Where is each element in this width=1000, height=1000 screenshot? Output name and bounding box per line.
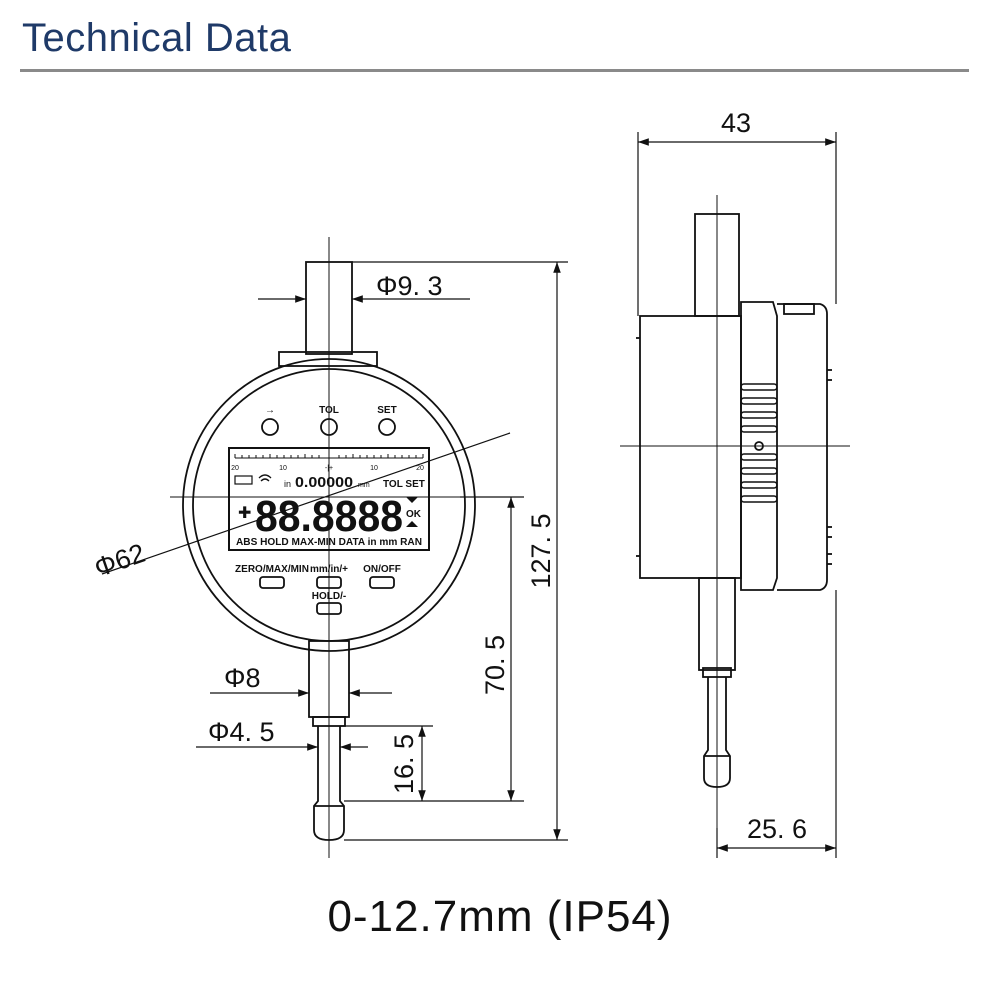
wifi-icon bbox=[258, 474, 272, 482]
hold-button-label: HOLD/- bbox=[312, 591, 346, 602]
dim-total-height: 127. 5 bbox=[526, 513, 556, 588]
arrow-button bbox=[261, 418, 279, 436]
lcd-sub-value: 0.00000 bbox=[295, 474, 353, 491]
front-view: → TOL SET 20 10 -|+ 10 20 in bbox=[170, 237, 485, 858]
zero-button-label: ZERO/MAX/MIN bbox=[235, 564, 309, 575]
lcd-tol-indicator: TOL SET bbox=[383, 479, 425, 490]
tol-button-label: TOL bbox=[319, 405, 339, 416]
lcd-lower-limit-icon bbox=[406, 521, 418, 527]
lcd-sign: ✚ bbox=[238, 505, 251, 522]
side-bezel-ring bbox=[740, 301, 778, 591]
lcd-scale-left: 20 bbox=[231, 465, 239, 472]
side-pivot bbox=[754, 441, 764, 451]
front-dimensions bbox=[101, 261, 568, 841]
front-spindle-ring bbox=[312, 716, 346, 727]
side-view bbox=[620, 195, 850, 828]
side-front-cover bbox=[777, 303, 828, 591]
hold-button bbox=[316, 602, 342, 615]
front-stem bbox=[305, 261, 353, 355]
dim-tip-diameter: Φ4. 5 bbox=[208, 717, 275, 747]
lcd-display bbox=[228, 447, 430, 551]
side-grip-ribs bbox=[740, 383, 778, 503]
page-title: Technical Data bbox=[22, 16, 292, 60]
zero-button bbox=[259, 576, 285, 589]
range-caption: 0-12.7mm (IP54) bbox=[327, 892, 673, 941]
dim-depth: 43 bbox=[721, 108, 751, 138]
lcd-upper-limit-icon bbox=[406, 497, 418, 503]
side-spindle bbox=[698, 577, 736, 671]
unit-button-label: mm/in/+ bbox=[310, 564, 348, 575]
onoff-button-label: ON/OFF bbox=[363, 564, 401, 575]
title-divider bbox=[20, 69, 969, 72]
lcd-sub-unit-mm: mm bbox=[358, 482, 370, 489]
arrow-button-label: → bbox=[265, 405, 275, 416]
set-button-label: SET bbox=[377, 405, 396, 416]
side-contact-tip bbox=[703, 677, 731, 788]
dim-lower-height: 70. 5 bbox=[480, 635, 510, 695]
dim-dial-diameter: Φ62 bbox=[90, 538, 149, 583]
lcd-scale-mid-right: 10 bbox=[370, 465, 378, 472]
side-top-button bbox=[783, 303, 815, 315]
lcd-scale-mid-left: 10 bbox=[279, 465, 287, 472]
lcd-main-value: 88.8888 bbox=[255, 492, 403, 541]
lcd-sub-unit-in: in bbox=[284, 479, 291, 489]
unit-button bbox=[316, 576, 342, 589]
battery-icon bbox=[234, 475, 253, 485]
lcd-ok-label: OK bbox=[406, 509, 422, 520]
dim-spindle-offset: 25. 6 bbox=[747, 814, 807, 844]
side-body bbox=[639, 315, 742, 579]
front-contact-tip bbox=[313, 726, 345, 841]
onoff-button bbox=[369, 576, 395, 589]
dial-bezel-outer bbox=[182, 358, 476, 652]
dim-tip-length: 16. 5 bbox=[389, 734, 419, 794]
dim-stem-diameter: Φ9. 3 bbox=[376, 271, 443, 301]
lcd-status-row: ABS HOLD MAX-MIN DATA in mm RAN bbox=[236, 537, 422, 548]
dim-spindle-diameter: Φ8 bbox=[224, 663, 261, 693]
lcd-scale-ticks bbox=[234, 452, 424, 459]
side-dimensions bbox=[637, 132, 837, 858]
side-spindle-ring bbox=[702, 667, 732, 678]
lcd-scale-right: 20 bbox=[416, 465, 424, 472]
lcd-scale-center: -|+ bbox=[325, 465, 333, 472]
front-stem-collar bbox=[278, 351, 378, 367]
tol-button bbox=[320, 418, 338, 436]
set-button bbox=[378, 418, 396, 436]
